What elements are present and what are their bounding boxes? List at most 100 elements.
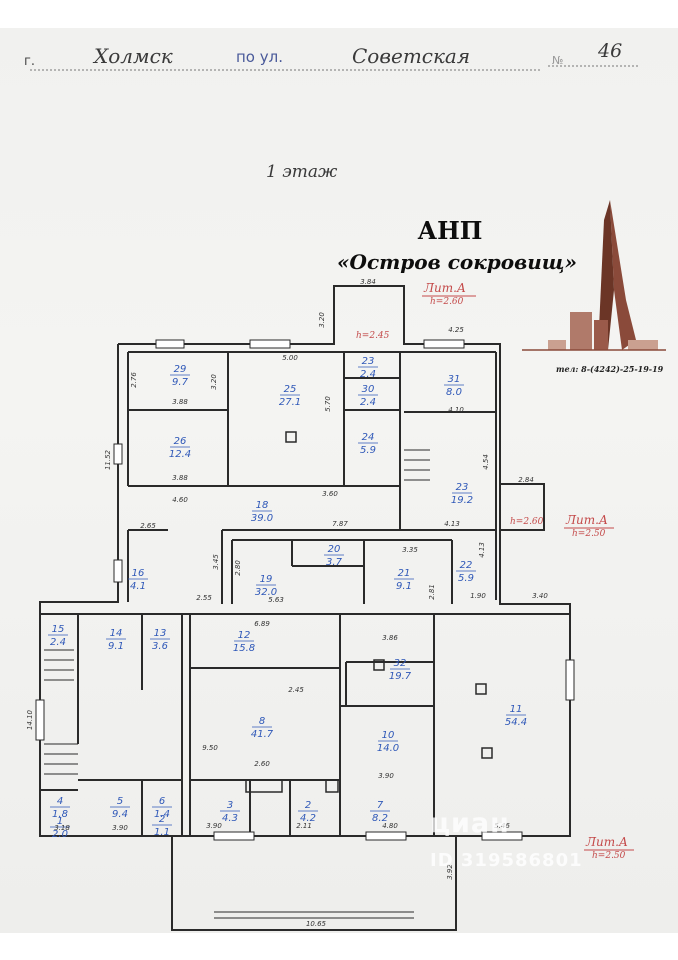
room-number: 32: [394, 658, 407, 669]
dimension-label: 4.10: [448, 406, 464, 414]
room-number: 20: [328, 544, 341, 555]
room-number: 31: [448, 374, 461, 385]
room-label: 225.9: [456, 560, 476, 584]
room-label: 61.4: [152, 796, 172, 820]
dimension-label: 3.60: [322, 490, 338, 498]
header-line: [30, 65, 640, 71]
room-number: 2: [305, 800, 311, 811]
room-area: 9.7: [172, 377, 189, 388]
dimension-label: 4.80: [382, 822, 398, 830]
dimension-label: 3.18: [54, 824, 70, 832]
room-area: 2.0: [52, 829, 68, 840]
floor-title: 1 этаж: [266, 162, 338, 182]
dimension-label: 2.65: [140, 522, 156, 530]
room-label: 12.0: [50, 816, 70, 840]
dimension-label: 2.80: [234, 560, 242, 576]
dimension-label: 3.84: [360, 278, 376, 286]
room-label: 59.4: [110, 796, 130, 820]
room-number: 10: [382, 730, 395, 741]
room-number: 23: [456, 482, 469, 493]
room-number: 1: [57, 816, 63, 827]
room-number: 3: [227, 800, 233, 811]
dimension-label: 3.90: [378, 772, 394, 780]
dimension-label: 7.87: [332, 520, 348, 528]
room-number: 24: [362, 432, 375, 443]
room-area: 41.7: [251, 729, 274, 740]
room-number: 25: [284, 384, 297, 395]
dimension-label: 3.40: [532, 592, 548, 600]
dimension-label: 4.25: [448, 326, 464, 334]
room-number: 2: [159, 814, 165, 825]
dimension-label: 3.92: [446, 864, 454, 880]
room-number: 16: [132, 568, 145, 579]
room-area: 27.1: [279, 397, 301, 408]
number-prefix: №: [552, 54, 564, 67]
room-area: 9.1: [396, 581, 412, 592]
room-number: 30: [362, 384, 375, 395]
room-area: 15.8: [233, 643, 255, 654]
watermark-brand: циан: [430, 808, 510, 839]
dimension-label: 2.55: [196, 594, 212, 602]
room-label: 299.7: [170, 364, 190, 388]
level-mark-top-height: h=2.60: [430, 297, 464, 307]
room-area: 2.4: [360, 397, 376, 408]
dimension-label: 3.88: [172, 474, 188, 482]
room-area: 9.1: [108, 641, 124, 652]
street-prefix: по ул.: [236, 48, 283, 66]
dimension-label: 4.13: [444, 520, 460, 528]
room-number: 4: [57, 796, 63, 807]
dimension-label: 2.81: [428, 584, 436, 600]
room-label: 232.4: [358, 356, 378, 380]
room-number: 26: [174, 436, 187, 447]
room-number: 5: [117, 796, 123, 807]
dimension-label: 2.11: [296, 822, 312, 830]
dimension-label: 11.52: [104, 449, 112, 470]
dimension-label: 2.76: [130, 372, 138, 388]
room-area: 19.7: [389, 671, 412, 682]
room-area: 1.4: [154, 809, 170, 820]
room-area: 1.8: [52, 809, 68, 820]
dimension-label: 6.89: [254, 620, 270, 628]
room-label: 245.9: [358, 432, 378, 456]
room-area: 8.0: [446, 387, 462, 398]
agency-subtitle: «Остров сокровищ»: [337, 250, 577, 274]
dimension-label: 3.88: [172, 398, 188, 406]
room-label: 149.1: [106, 628, 126, 652]
dimension-label: 2.60: [254, 760, 270, 768]
room-area: 3.6: [152, 641, 168, 652]
dimension-label: 3.90: [206, 822, 222, 830]
room-label: 318.0: [444, 374, 464, 398]
room-label: 26 12.4: [169, 436, 191, 460]
room-area: 4.2: [300, 813, 316, 824]
room-label: 164.1: [128, 568, 148, 592]
room-area: 2.4: [50, 637, 66, 648]
room-area: 54.4: [505, 717, 527, 728]
agency-phone: тел: 8-(4242)-25-19-19: [556, 364, 664, 374]
agency-logo-icon: [522, 200, 666, 351]
room-label: 302.4: [358, 384, 378, 408]
dimension-label: 5.70: [324, 396, 332, 412]
room-area: 3.7: [326, 557, 343, 568]
dimension-label: 3.45: [212, 554, 220, 570]
dimension-label: 2.84: [518, 476, 534, 484]
dimension-label: 5.46: [494, 822, 510, 830]
room-number: 18: [256, 500, 269, 511]
dimension-label: 3.86: [382, 634, 398, 642]
room-number: 8: [259, 716, 265, 727]
room-label: 152.4: [48, 624, 68, 648]
dimension-label: 14.10: [26, 709, 34, 730]
dimension-label: 3.35: [402, 546, 418, 554]
house-number: 46: [598, 40, 623, 62]
room-number: 13: [154, 628, 167, 639]
room-area: 12.4: [169, 449, 191, 460]
room-number: 29: [174, 364, 187, 375]
room-label: 21.1: [152, 814, 172, 838]
room-label: 10 14.0: [377, 730, 399, 754]
dimension-label: 9.50: [202, 744, 218, 752]
room-area: 14.0: [377, 743, 399, 754]
